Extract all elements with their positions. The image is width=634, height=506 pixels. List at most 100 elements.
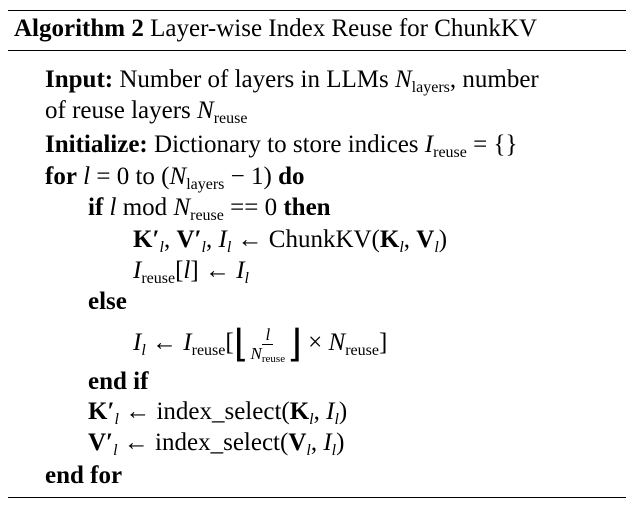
select-v-line: V′l ← index_select(Vl, Il) xyxy=(88,428,345,459)
input-line-cont: of reuse layers Nreuse xyxy=(45,96,248,127)
math-text: ) xyxy=(336,429,345,456)
do-keyword: do xyxy=(278,163,305,190)
subscript: reuse xyxy=(191,342,226,360)
input-line: Input: Number of layers in LLMs Nlayers,… xyxy=(45,65,539,96)
subscript: l xyxy=(399,239,404,256)
endfor-keyword: end for xyxy=(45,462,123,489)
math-text: ← index_select( xyxy=(118,398,290,425)
math-i: I xyxy=(236,257,245,284)
math-text: , xyxy=(403,226,417,253)
subscript: l xyxy=(201,239,206,256)
subscript: layers xyxy=(186,176,225,193)
bottom-rule xyxy=(8,497,626,498)
math-k: K′ xyxy=(88,398,115,425)
math-text: ] xyxy=(378,329,388,357)
math-n: N xyxy=(394,66,412,93)
floor-right: ⌋ xyxy=(287,323,302,366)
select-k-line: K′l ← index_select(Kl, Il) xyxy=(88,397,348,428)
math-text: == 0 xyxy=(223,194,284,221)
math-text: ) xyxy=(338,398,348,425)
math-k: K xyxy=(379,226,400,253)
floor-left: ⌊ xyxy=(233,323,249,366)
for-line: for l = 0 to (Nlayers − 1) do xyxy=(45,162,305,193)
initialize-line: Initialize: Dictionary to store indices … xyxy=(45,130,518,161)
math-i: I xyxy=(218,226,227,253)
math-v: V xyxy=(288,429,307,456)
endif-line: end if xyxy=(88,367,148,397)
endfor-line: end for xyxy=(45,461,122,491)
subscript: reuse xyxy=(261,353,286,365)
math-n: N xyxy=(328,329,346,357)
math-i: I xyxy=(133,257,142,284)
init-text: Dictionary to store indices xyxy=(154,131,425,158)
chunkkv-line: K′l, V′l, Il ← ChunkKV(Kl, Vl) xyxy=(133,225,448,256)
subscript: l xyxy=(226,239,232,256)
else-line: else xyxy=(88,287,127,317)
subscript: reuse xyxy=(213,110,248,127)
subscript: l xyxy=(159,239,164,256)
math-text: [ xyxy=(225,329,234,357)
denominator: Nreuse xyxy=(250,344,286,365)
subscript: reuse xyxy=(433,144,467,161)
math-i: I xyxy=(323,429,332,456)
init-keyword: Initialize: xyxy=(45,131,148,158)
math-mod: mod xyxy=(116,194,174,221)
math-text: ← ChunkKV( xyxy=(231,226,380,253)
numerator: l xyxy=(262,326,274,345)
math-n: N xyxy=(173,194,191,221)
input-text: Number of layers in LLMs xyxy=(119,66,395,93)
math-n: N xyxy=(197,97,214,124)
math-text: , xyxy=(310,429,324,456)
math-text: , xyxy=(205,226,219,253)
subscript: l xyxy=(244,270,249,287)
subscript: reuse xyxy=(345,342,379,360)
store-line: Ireuse[l] ← Il xyxy=(133,256,249,287)
math-k: K xyxy=(289,398,310,425)
math-v: V′ xyxy=(176,226,202,253)
input-keyword: Input: xyxy=(45,66,114,93)
for-keyword: for xyxy=(45,163,77,190)
algorithm-box: Algorithm 2 Layer-wise Index Reuse for C… xyxy=(8,10,626,51)
subscript: l xyxy=(113,442,118,459)
math-l: l xyxy=(83,163,91,190)
input-text: of reuse layers xyxy=(45,97,198,124)
title-rule xyxy=(8,50,626,51)
algorithm-caption: Layer-wise Index Reuse for ChunkKV xyxy=(150,15,537,42)
top-rule xyxy=(8,10,626,11)
math-n: N xyxy=(250,344,262,363)
subscript: layers xyxy=(411,79,450,96)
then-keyword: then xyxy=(283,194,331,221)
subscript: l xyxy=(434,239,439,256)
math-text: = 0 to ( xyxy=(90,163,170,190)
if-keyword: if xyxy=(88,194,104,221)
math-text: [ xyxy=(175,257,184,284)
algorithm-title: Algorithm 2 Layer-wise Index Reuse for C… xyxy=(8,11,626,50)
input-text: , number xyxy=(449,66,539,93)
math-i: I xyxy=(183,329,192,357)
math-l: l xyxy=(183,257,191,284)
subscript: l xyxy=(141,342,146,360)
endif-keyword: end if xyxy=(88,368,149,395)
math-v: V′ xyxy=(88,429,114,456)
math-i: I xyxy=(326,398,335,425)
subscript: l xyxy=(331,442,337,459)
math-v: V xyxy=(416,226,435,253)
math-eq: = {} xyxy=(466,131,518,158)
subscript: l xyxy=(334,411,339,428)
math-text: ) xyxy=(438,226,448,253)
subscript: reuse xyxy=(141,270,176,287)
subscript: l xyxy=(306,442,311,459)
algorithm-label: Algorithm 2 xyxy=(14,15,144,42)
math-text: , xyxy=(313,398,327,425)
math-text: ] ← xyxy=(190,257,237,284)
math-text: × xyxy=(301,329,329,357)
math-i: I xyxy=(133,329,142,357)
else-keyword: else xyxy=(88,288,127,315)
subscript: l xyxy=(309,411,314,428)
if-line: if l mod Nreuse == 0 then xyxy=(88,193,331,224)
math-l: l xyxy=(109,194,117,221)
math-i: I xyxy=(424,131,434,158)
math-n: N xyxy=(169,163,187,190)
